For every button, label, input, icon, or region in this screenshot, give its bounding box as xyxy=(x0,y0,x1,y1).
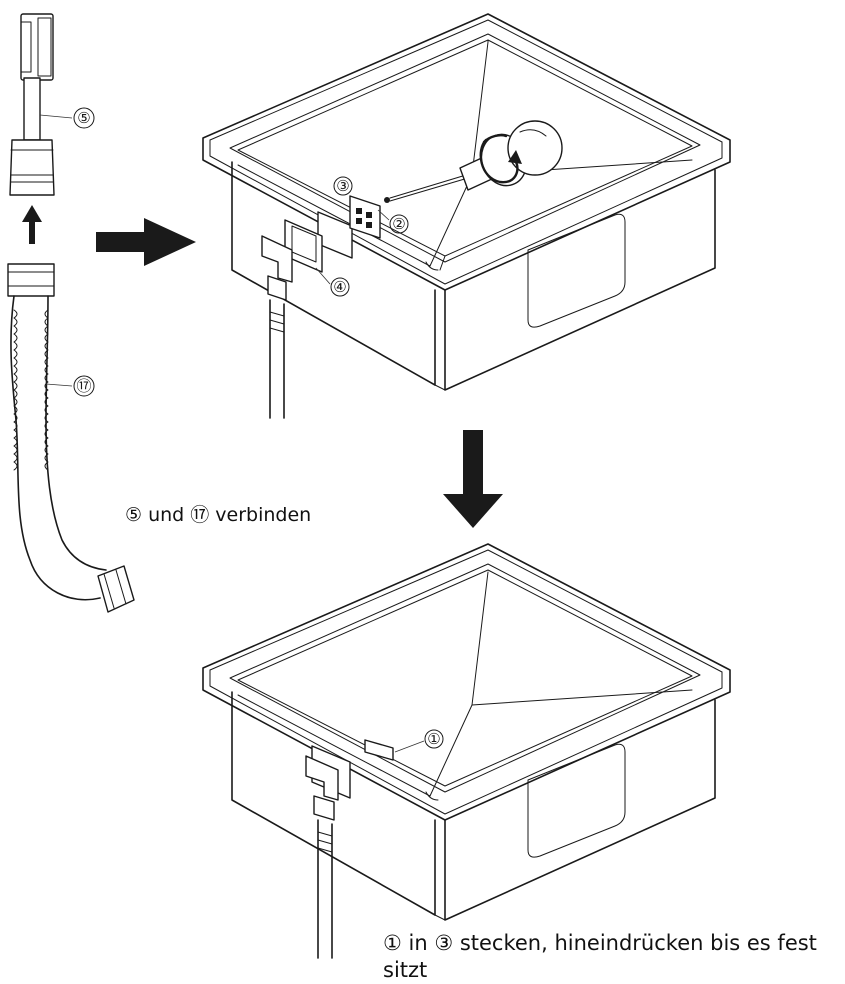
label-part17: ⑰ xyxy=(76,377,91,395)
arrow-up-icon xyxy=(22,205,42,244)
flexible-hose-part17 xyxy=(7,263,135,613)
sink-bottom xyxy=(202,543,731,959)
sink-top xyxy=(202,13,731,419)
label-part1: ① xyxy=(427,730,440,748)
rotate-arrow-icon xyxy=(479,134,522,184)
label-part3: ③ xyxy=(336,177,349,195)
label-part2: ② xyxy=(392,215,405,233)
overflow-connector-part5 xyxy=(9,13,73,196)
arrow-right-icon xyxy=(96,218,196,266)
label-part4: ④ xyxy=(333,278,346,296)
caption-insert: ① in ③ stecken, hineindrücken bis es fes… xyxy=(383,931,817,982)
label-part5: ⑤ xyxy=(77,109,90,127)
caption-connect: ⑤ und ⑰ verbinden xyxy=(125,504,312,526)
arrow-down-icon xyxy=(443,430,503,528)
